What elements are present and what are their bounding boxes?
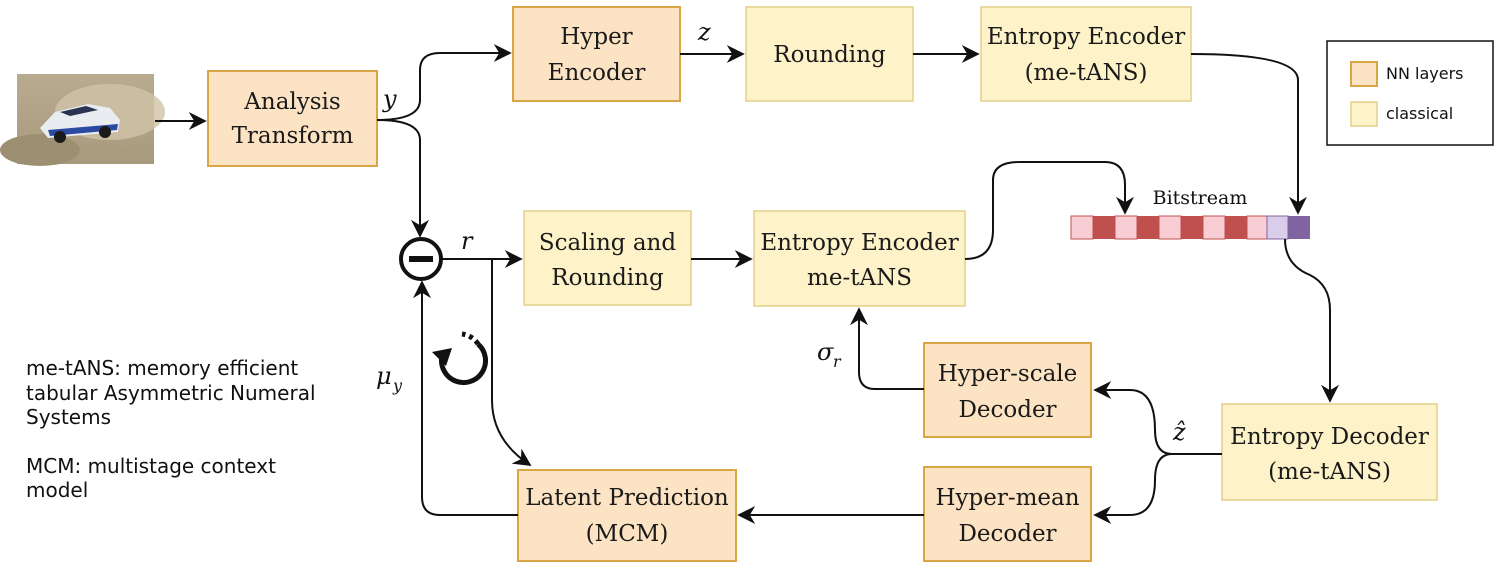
bitstream-label: Bitstream [1153, 187, 1248, 209]
legend-classical-swatch [1350, 101, 1378, 127]
symbol-y: y [382, 85, 397, 113]
entropy-encoder-top-line2: (me-tANS) [1025, 60, 1148, 86]
loop-icon [432, 331, 489, 386]
symbol-z: z [697, 18, 711, 46]
hyper-encoder-line2: Encoder [548, 60, 646, 86]
hyper-scale-decoder-line2: Decoder [958, 397, 1056, 423]
legend-nn-label: NN layers [1386, 64, 1464, 83]
analysis-transform-line2: Transform [232, 123, 354, 149]
entropy-encoder-top-block: Entropy Encoder (me-tANS) [980, 6, 1192, 102]
note-mcm-line2: model [26, 478, 88, 502]
analysis-transform-line1: Analysis [243, 89, 340, 115]
hyper-mean-decoder-line1: Hyper-mean [935, 485, 1079, 511]
latent-prediction-line2: (MCM) [586, 521, 669, 547]
scaling-rounding-block: Scaling and Rounding [523, 210, 692, 306]
symbol-mu-y: μ y [376, 362, 403, 395]
legend-classical-label: classical [1386, 104, 1453, 123]
symbol-sigma: σ [817, 338, 834, 366]
hyper-encoder-line1: Hyper [560, 24, 632, 50]
hyper-scale-decoder-block: Hyper-scale Decoder [923, 342, 1092, 438]
hyper-mean-decoder-line2: Decoder [958, 521, 1056, 547]
scaling-rounding-line2: Rounding [551, 265, 664, 291]
entropy-encoder-mid-line1: Entropy Encoder [760, 230, 958, 256]
hyper-scale-decoder-line1: Hyper-scale [938, 361, 1078, 387]
symbol-sigma-r: σ r [817, 338, 842, 371]
symbol-mu-subscript: y [392, 376, 403, 395]
wires [155, 44, 1339, 524]
note-mcm-line1: MCM: multistage context [26, 454, 276, 478]
entropy-decoder-line2: (me-tANS) [1268, 459, 1391, 485]
rounding-block: Rounding [745, 6, 914, 102]
symbol-mu: μ [376, 362, 392, 390]
legend-nn-swatch [1350, 61, 1378, 87]
hyper-mean-decoder-block: Hyper-mean Decoder [923, 466, 1092, 562]
bitstream: Bitstream [1070, 187, 1310, 240]
latent-prediction-line1: Latent Prediction [525, 485, 729, 511]
input-image [0, 74, 165, 166]
note-me-tans-line3: Systems [26, 405, 111, 429]
scaling-rounding-line1: Scaling and [539, 230, 676, 256]
subtract-node [399, 237, 443, 281]
entropy-encoder-mid-block: Entropy Encoder me-tANS [753, 210, 966, 307]
car-shape [40, 104, 120, 143]
entropy-encoder-mid-line2: me-tANS [807, 265, 912, 291]
note-me-tans-line2: tabular Asymmetric Numeral [26, 381, 316, 405]
entropy-decoder-block: Entropy Decoder (me-tANS) [1221, 403, 1438, 501]
notes: me-tANS: memory efficient tabular Asymme… [26, 356, 316, 502]
legend: NN layers classical [1326, 40, 1494, 146]
symbol-sigma-subscript: r [833, 352, 842, 371]
entropy-encoder-top-line1: Entropy Encoder [987, 24, 1185, 50]
hyper-encoder-block: Hyper Encoder [512, 6, 681, 102]
rounding-label: Rounding [773, 42, 886, 68]
symbol-r: r [461, 227, 474, 255]
analysis-transform-block: Analysis Transform [207, 70, 378, 167]
latent-prediction-block: Latent Prediction (MCM) [517, 469, 737, 562]
entropy-decoder-line1: Entropy Decoder [1230, 424, 1429, 450]
symbol-z-hat: ẑ [1172, 418, 1186, 446]
note-me-tans-line1: me-tANS: memory efficient [26, 356, 298, 380]
